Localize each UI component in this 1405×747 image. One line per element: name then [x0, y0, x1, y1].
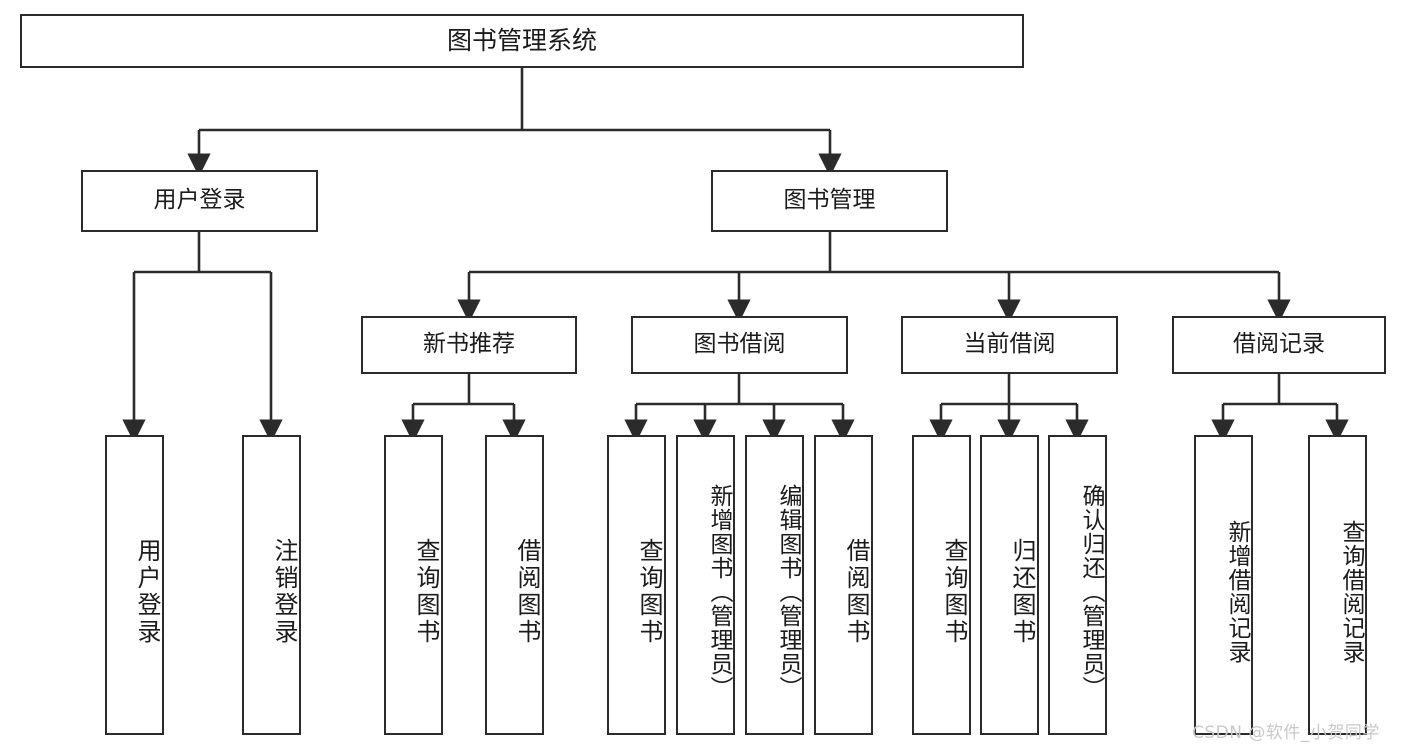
leaf-current-query-book[interactable]: 查询图书 — [912, 435, 971, 735]
leaf-label: 归还图书 — [1008, 538, 1036, 646]
node-current-borrow[interactable]: 当前借阅 — [901, 316, 1118, 374]
node-book-borrow[interactable]: 图书借阅 — [631, 316, 848, 374]
leaf-label: 注销登录 — [270, 538, 298, 646]
node-current-borrow-label: 当前借阅 — [963, 331, 1056, 358]
leaf-current-return-book[interactable]: 归还图书 — [980, 435, 1039, 735]
leaf-borrow-add-book-admin[interactable]: 新增图书（管理员） — [676, 435, 735, 735]
leaf-borrow-edit-book-admin[interactable]: 编辑图书（管理员） — [745, 435, 804, 735]
node-book-management[interactable]: 图书管理 — [711, 170, 948, 232]
leaf-label: 查询借阅记录 — [1338, 520, 1364, 664]
leaf-label: 确认归还（管理员） — [1078, 484, 1104, 700]
node-new-book-recommend-label: 新书推荐 — [423, 331, 515, 358]
leaf-user-login-login[interactable]: 用户登录 — [105, 435, 164, 735]
node-root-label: 图书管理系统 — [446, 26, 597, 55]
watermark: CSDN @软件_小贺同学 — [1192, 723, 1380, 743]
leaf-label: 新增借阅记录 — [1224, 520, 1250, 664]
node-borrow-record[interactable]: 借阅记录 — [1172, 316, 1386, 374]
leaf-recommend-query-book[interactable]: 查询图书 — [384, 435, 443, 735]
node-new-book-recommend[interactable]: 新书推荐 — [361, 316, 577, 374]
leaf-record-add-record[interactable]: 新增借阅记录 — [1194, 435, 1253, 735]
node-borrow-record-label: 借阅记录 — [1233, 331, 1325, 358]
leaf-label: 用户登录 — [133, 538, 161, 646]
leaf-label: 查询图书 — [635, 538, 663, 646]
leaf-recommend-borrow-book[interactable]: 借阅图书 — [485, 435, 544, 735]
node-book-borrow-label: 图书借阅 — [693, 331, 786, 358]
leaf-borrow-borrow-book[interactable]: 借阅图书 — [814, 435, 873, 735]
node-user-login-label: 用户登录 — [153, 187, 246, 214]
leaf-user-login-logout[interactable]: 注销登录 — [242, 435, 301, 735]
leaf-record-query-record[interactable]: 查询借阅记录 — [1308, 435, 1367, 735]
leaf-label: 新增图书（管理员） — [706, 484, 732, 700]
node-root[interactable]: 图书管理系统 — [20, 14, 1024, 68]
leaf-borrow-query-book[interactable]: 查询图书 — [607, 435, 666, 735]
node-user-login[interactable]: 用户登录 — [81, 170, 318, 232]
leaf-label: 查询图书 — [412, 538, 440, 646]
node-book-management-label: 图书管理 — [783, 187, 876, 214]
leaf-label: 查询图书 — [940, 538, 968, 646]
leaf-label: 借阅图书 — [513, 538, 541, 646]
leaf-current-confirm-return-admin[interactable]: 确认归还（管理员） — [1048, 435, 1107, 735]
leaf-label: 借阅图书 — [842, 538, 870, 646]
leaf-label: 编辑图书（管理员） — [775, 484, 801, 700]
